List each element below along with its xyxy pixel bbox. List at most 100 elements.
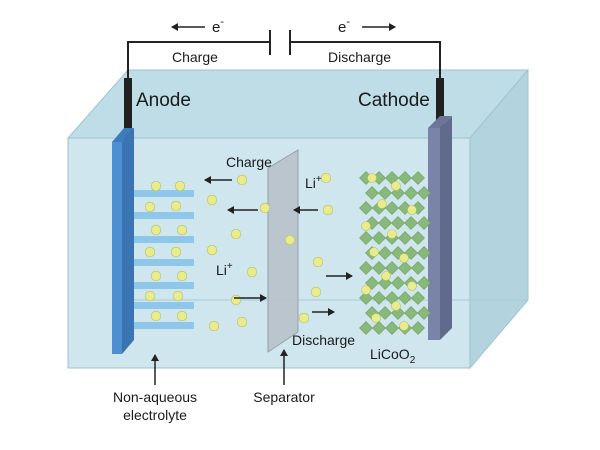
li-ion (144, 290, 156, 302)
li-ion (144, 201, 156, 213)
licoo2-crystal (411, 261, 425, 275)
li-ion (310, 286, 322, 298)
li-ion (361, 221, 371, 231)
licoo2-crystal (365, 186, 379, 200)
licoo2-crystal (398, 171, 412, 185)
cathode-label: Cathode (358, 90, 430, 111)
licoo2-crystal (372, 261, 386, 275)
lithium-ions (206, 172, 334, 332)
graphite-layer (134, 190, 194, 197)
li-ion (150, 310, 162, 322)
licoo2-crystal (378, 216, 392, 230)
separator-label: Separator (253, 389, 315, 405)
discharge-top-label: Discharge (328, 49, 391, 65)
licoo2-crystal (359, 321, 373, 335)
li-ion (322, 204, 334, 216)
li-ion (174, 180, 186, 192)
li-ion (150, 224, 162, 236)
wire-right (290, 41, 441, 78)
licoo2-crystal (417, 306, 431, 320)
anode-label: Anode (136, 90, 191, 111)
licoo2-crystal (359, 261, 373, 275)
li-ion (176, 270, 188, 282)
licoo2-crystal (391, 276, 405, 290)
licoo2-crystal (404, 216, 418, 230)
licoo2-crystal (372, 291, 386, 305)
li-ion (381, 271, 391, 281)
licoo2-crystal (417, 216, 431, 230)
graphite-layer (134, 236, 194, 243)
li-ion (367, 173, 377, 183)
li-ion (206, 194, 218, 206)
graphite-layer (134, 322, 194, 329)
li-ion (371, 313, 381, 323)
graphite-layer (134, 302, 194, 309)
li-ion (236, 316, 248, 328)
li-ion (361, 285, 371, 295)
li-ion (150, 180, 162, 192)
licoo2-crystal (404, 186, 418, 200)
anode-plate (112, 128, 134, 354)
graphite-layer (134, 259, 194, 266)
li-ion (312, 256, 324, 268)
licoo2-crystal (398, 231, 412, 245)
licoo2-crystal (359, 231, 373, 245)
li-ion (320, 172, 332, 184)
licoo2-crystal (372, 321, 386, 335)
licoo2-crystal (372, 231, 386, 245)
li-ion (407, 281, 417, 291)
licoo2-crystal (391, 216, 405, 230)
licoo2-crystal (417, 246, 431, 260)
li-ion (176, 224, 188, 236)
li-ion (298, 312, 310, 324)
discharge-mid-label: Discharge (292, 332, 355, 348)
li-ion (246, 266, 258, 278)
li-ion (170, 246, 182, 258)
li-ion (399, 253, 409, 263)
li-ion (391, 181, 401, 191)
cathode-lead (436, 78, 444, 140)
li-ion (399, 321, 409, 331)
licoo2-crystal (378, 306, 392, 320)
licoo2-crystal (385, 321, 399, 335)
graphite-layer (134, 282, 194, 289)
cathode-plate (428, 116, 452, 340)
licoo2-crystal (359, 201, 373, 215)
li-ion (150, 270, 162, 282)
li-ion (170, 200, 182, 212)
li-ion-label-top: Li+ (305, 174, 322, 191)
licoo2-crystal (385, 261, 399, 275)
li-ion (208, 320, 220, 332)
separator-membrane (267, 149, 299, 353)
li-ion (284, 234, 296, 246)
li-ion (236, 174, 248, 186)
ion-arrows (204, 176, 353, 316)
anode-lead (124, 78, 132, 140)
licoo2-crystal (411, 321, 425, 335)
li-ion (369, 247, 379, 257)
li-ion (387, 229, 397, 239)
licoo2-crystal (398, 261, 412, 275)
li-ion (407, 205, 417, 215)
electrolyte-label-line1: Non-aqueous (113, 389, 197, 405)
licoo2-crystal (417, 186, 431, 200)
licoo2-crystals (359, 171, 431, 335)
licoo2-crystal (411, 291, 425, 305)
licoo2-crystal (417, 276, 431, 290)
licoo2-crystal (398, 291, 412, 305)
electron-label-left: e- (212, 16, 224, 36)
li-ion-label-mid: Li+ (216, 261, 233, 278)
li-ion (206, 244, 218, 256)
licoo2-crystal (359, 291, 373, 305)
li-ion (144, 246, 156, 258)
licoo2-crystal (404, 306, 418, 320)
li-ion (391, 301, 401, 311)
graphite-layer (134, 212, 194, 219)
li-ion (172, 290, 184, 302)
electron-label-right: e- (338, 16, 350, 36)
licoo2-label: LiCoO2 (370, 346, 416, 366)
li-ion (259, 202, 271, 214)
li-ion (230, 228, 242, 240)
licoo2-crystal (385, 201, 399, 215)
